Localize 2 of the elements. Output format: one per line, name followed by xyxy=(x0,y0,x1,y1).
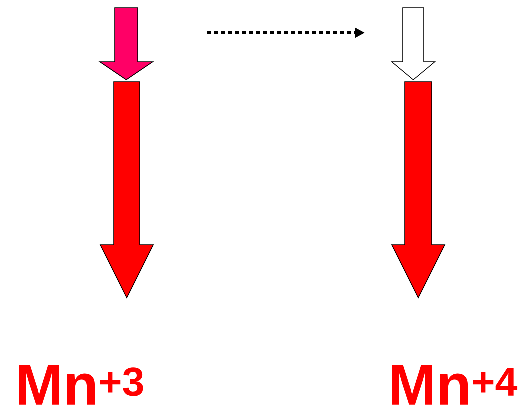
ion-label: Mn$^{+4}$ xyxy=(392,365,518,405)
ion-label: Mn$^{+3}$ xyxy=(19,365,144,405)
